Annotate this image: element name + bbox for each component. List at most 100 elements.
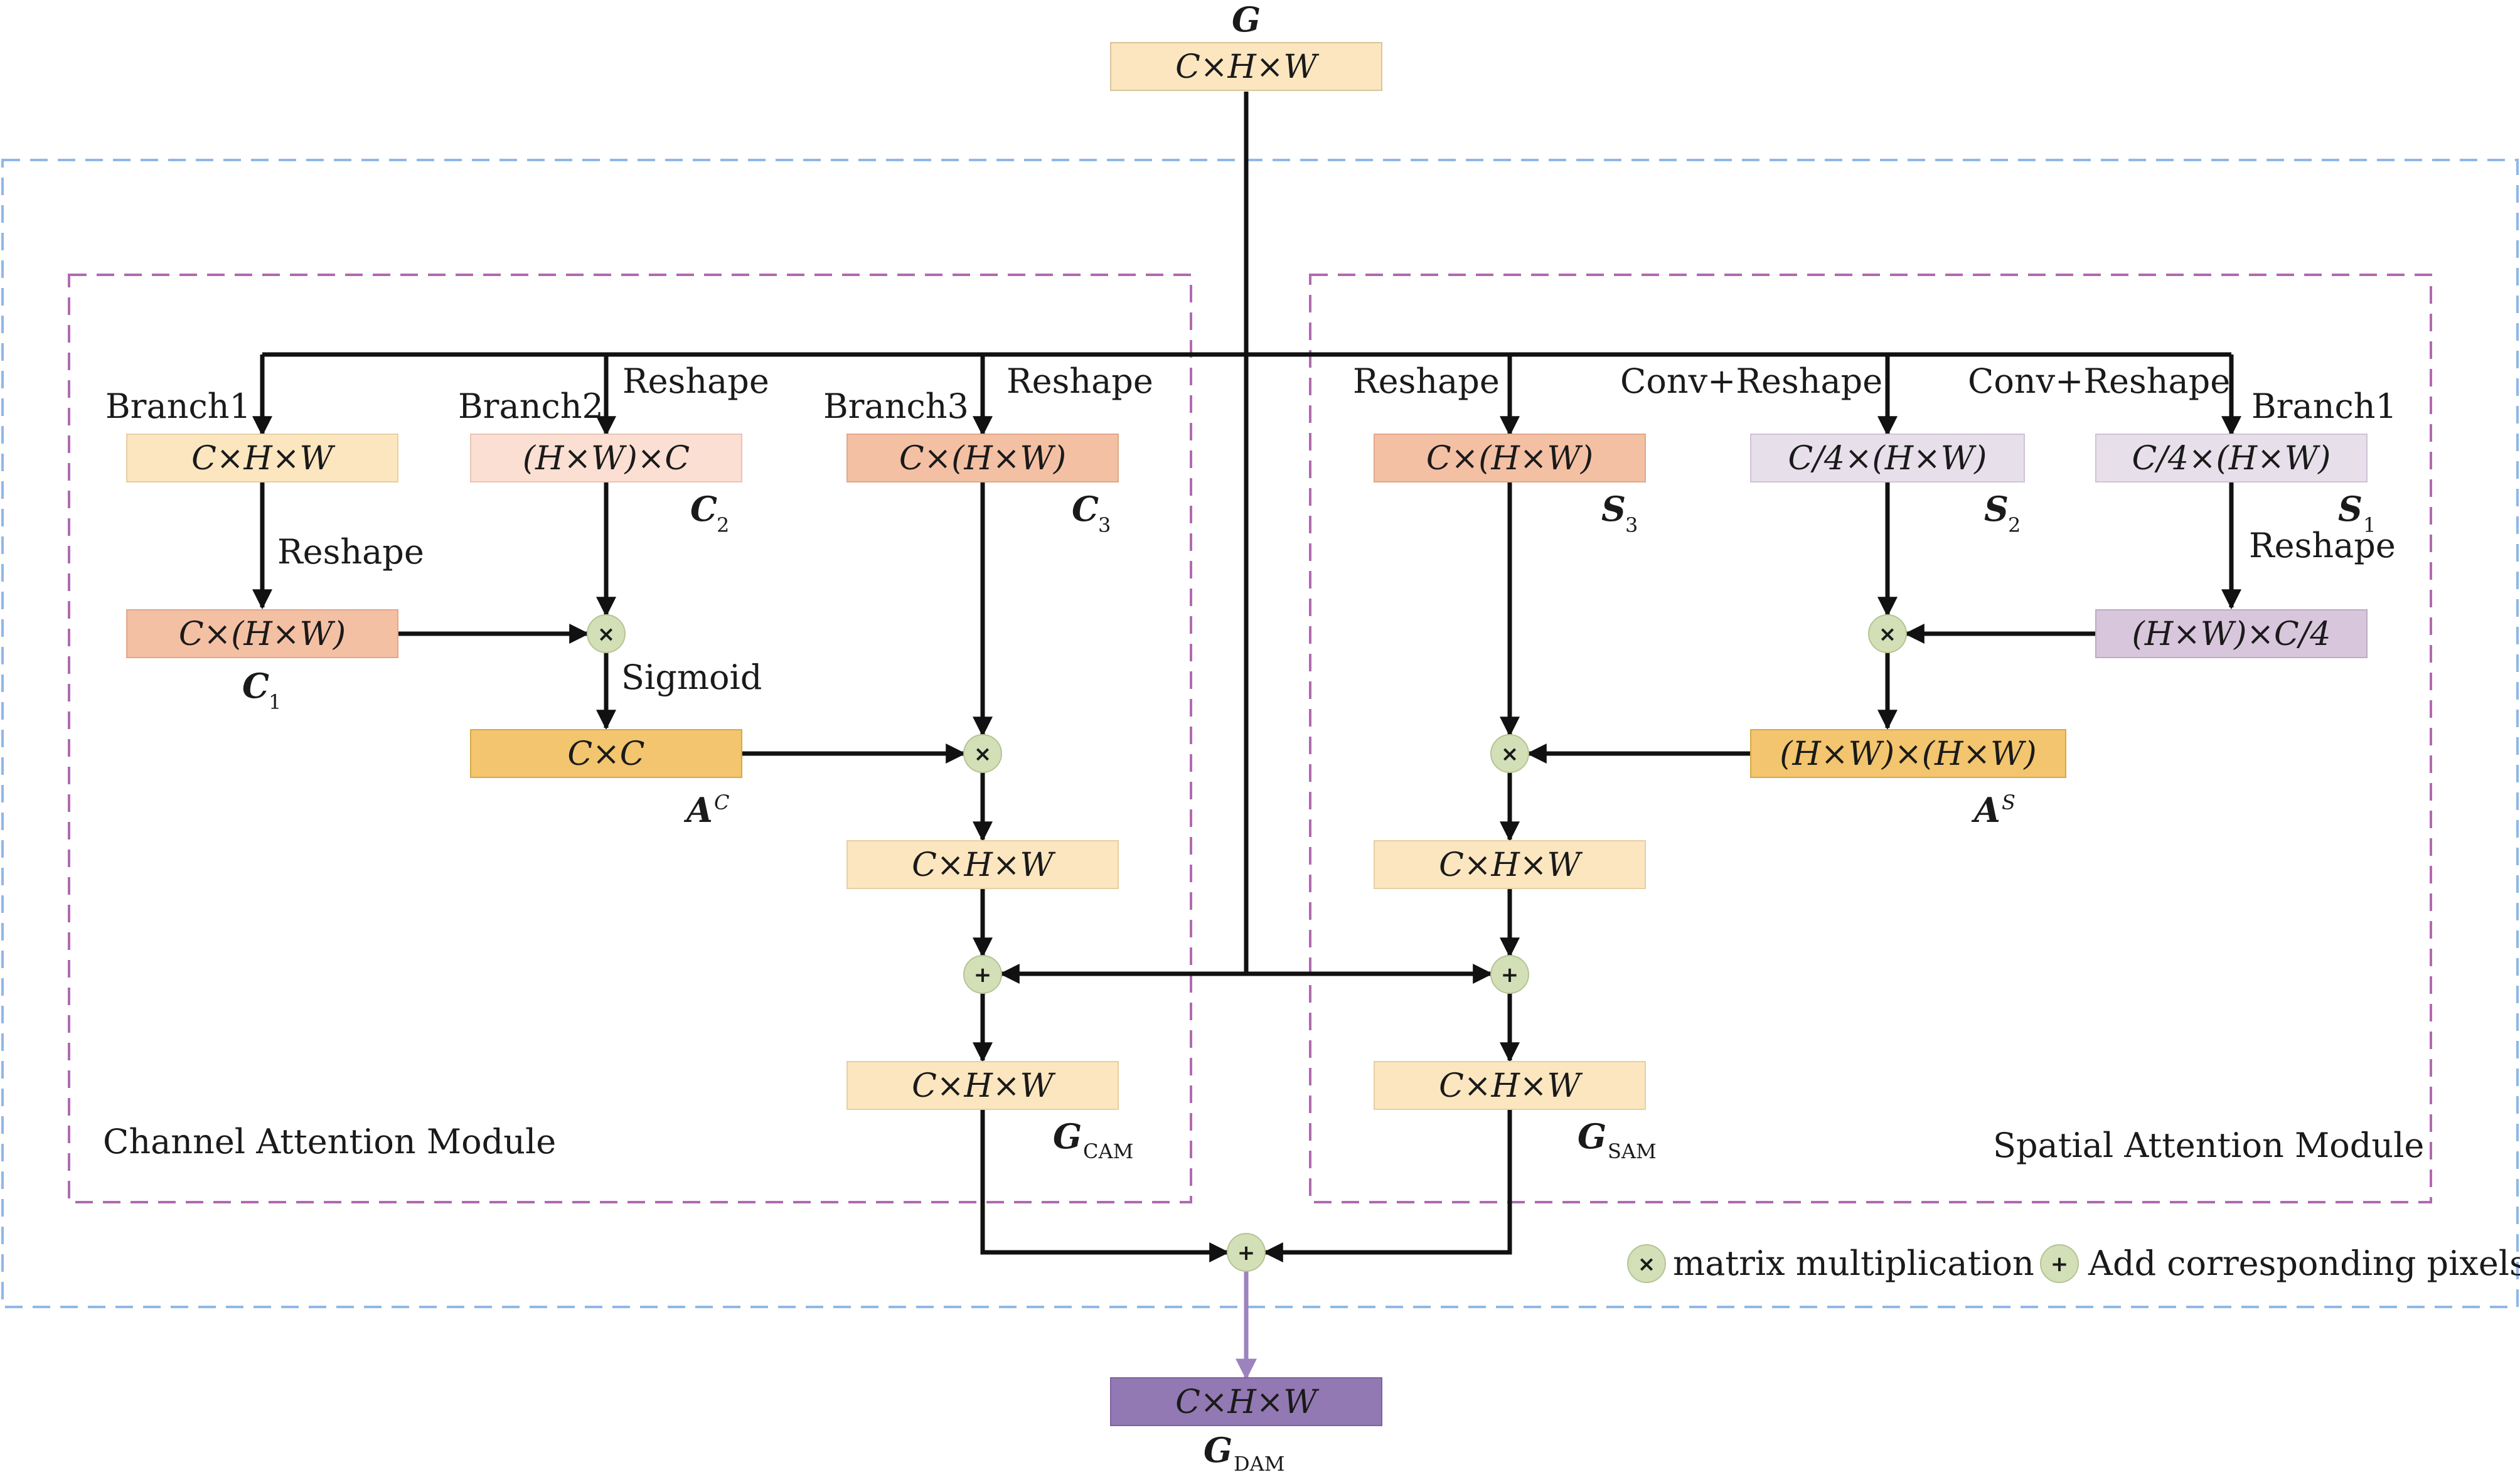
s1-box [2095,434,2368,482]
ac-symbol: A C [683,790,729,830]
svg-text:S: S [2002,791,2015,814]
svg-text:×: × [1879,622,1897,647]
spatial-module-frame [1309,274,2432,1203]
gsam-dims: C×H×W [1439,1067,1583,1105]
svg-text:C: C [714,791,729,814]
input-dims: C×H×W [1175,48,1319,86]
c2-dims: (H×W)×C [523,440,690,477]
c2-symbol: C 2 [690,489,729,537]
b1-dims: C×H×W [191,440,335,477]
as-symbol: A S [1971,790,2015,830]
sp-conv-s2-label: Conv+Reshape [1620,361,1882,401]
add-op-channel: + [963,955,1002,994]
legend-add-label: Add corresponding pixels [2088,1244,2520,1283]
svg-text:G: G [1578,1116,1606,1156]
ch-reshape-b3-label: Reshape [1006,361,1153,401]
ch-branch2-label: Branch2 [458,386,604,426]
output-box [1110,1377,1382,1426]
svg-text:G: G [1053,1116,1082,1156]
svg-text:2: 2 [717,513,729,537]
c1-dims: C×(H×W) [179,616,346,653]
sp-reshape-s3-label: Reshape [1353,361,1500,401]
ac-box [470,729,742,778]
svg-text:DAM: DAM [1234,1452,1285,1476]
s1-dims: C/4×(H×W) [2132,440,2331,477]
c3-box [846,434,1119,482]
dual-attention-frame [1,159,2519,1308]
as-box [1750,729,2066,778]
svg-text:S: S [2338,489,2362,529]
s2-symbol: S 2 [1984,489,2021,537]
mult-op-channel-2: × [963,734,1002,773]
gcam-symbol: G CAM [1053,1116,1133,1163]
gcam-dims: C×H×W [912,1067,1055,1105]
svg-text:3: 3 [1098,513,1111,537]
svg-text:+: + [1501,962,1519,988]
c3-dims: C×(H×W) [899,440,1066,477]
add-op-final: + [1227,1233,1266,1272]
input-symbol: G [1232,0,1261,40]
s1r-box [2095,609,2368,658]
gdam-symbol: G DAM [1204,1430,1285,1476]
svg-text:2: 2 [2008,513,2021,537]
svg-text:1: 1 [2363,513,2376,537]
b1-box [126,434,398,482]
legend-add-icon [2040,1244,2079,1283]
svg-text:+: + [2051,1252,2069,1277]
svg-text:+: + [1237,1240,1256,1266]
svg-text:3: 3 [1625,513,1638,537]
svg-text:C: C [690,489,717,529]
connectors [252,92,2241,1380]
channel-module-title: Channel Attention Module [103,1122,556,1161]
svg-text:×: × [597,622,616,647]
svg-text:+: + [974,962,992,988]
ac-dims: C×C [567,735,644,773]
svg-text:C: C [242,666,269,706]
c1-box [126,609,398,658]
channel-module-frame [68,274,1192,1203]
legend-mult-label: matrix multiplication [1673,1244,2034,1283]
s3-dims: C×(H×W) [1426,440,1593,477]
mult-op-spatial-2: × [1490,734,1529,773]
svg-text:×: × [974,742,992,767]
s3-box [1374,434,1646,482]
channel-mid-dims: C×H×W [912,846,1055,884]
svg-text:CAM: CAM [1083,1139,1133,1163]
svg-text:1: 1 [269,690,281,714]
ch-sigmoid-label: Sigmoid [621,658,762,697]
s1-symbol: S 1 [2338,489,2376,537]
c3-symbol: C 3 [1072,489,1111,537]
sp-branch1-label: Branch1 [2251,386,2397,426]
input-box [1110,42,1382,91]
mult-op-spatial-1: × [1868,614,1907,653]
spatial-mid-box [1374,840,1646,889]
ch-reshape-b1-label: Reshape [277,532,424,572]
gcam-box [846,1061,1119,1110]
ch-branch3-label: Branch3 [823,386,969,426]
svg-text:G: G [1204,1430,1232,1470]
svg-text:S: S [1984,489,2009,529]
s3-symbol: S 3 [1601,489,1638,537]
add-op-spatial: + [1490,955,1529,994]
mult-op-channel-1: × [587,614,626,653]
svg-text:×: × [1638,1252,1656,1277]
svg-text:SAM: SAM [1608,1139,1657,1163]
output-dims: C×H×W [1175,1383,1319,1421]
gsam-box [1374,1061,1646,1110]
channel-mid-box [846,840,1119,889]
sp-conv-s1-label: Conv+Reshape [1968,361,2230,401]
gsam-symbol: G SAM [1578,1116,1657,1163]
ch-reshape-b2-label: Reshape [622,361,769,401]
legend-mult-icon [1627,1244,1666,1283]
s2-box [1750,434,2025,482]
c1-symbol: C 1 [242,666,281,714]
sp-reshape-s1-label: Reshape [2249,526,2396,565]
svg-text:S: S [1601,489,1626,529]
svg-text:C: C [1072,489,1099,529]
svg-text:A: A [683,790,713,830]
svg-text:A: A [1971,790,2000,830]
legend-add: + Add corresponding pixels [2040,1244,2520,1283]
svg-text:×: × [1501,742,1519,767]
s2-dims: C/4×(H×W) [1788,440,1987,477]
